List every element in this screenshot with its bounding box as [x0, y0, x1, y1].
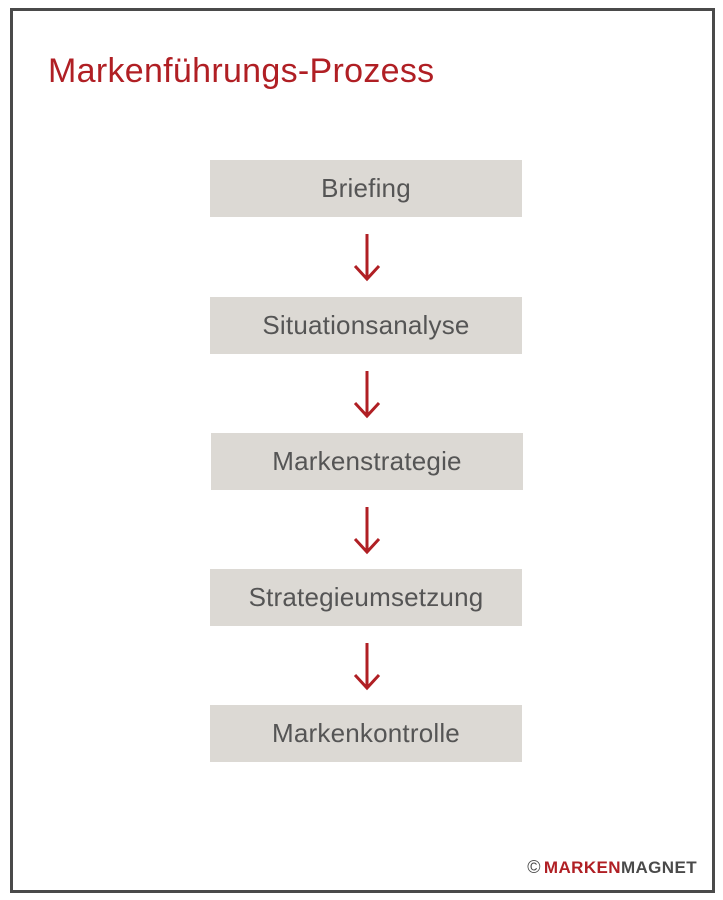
down-arrow-icon — [347, 369, 387, 421]
step-situationsanalyse: Situationsanalyse — [210, 297, 522, 354]
step-markenstrategie: Markenstrategie — [211, 433, 523, 490]
step-strategieumsetzung: Strategieumsetzung — [210, 569, 522, 626]
down-arrow-icon — [347, 505, 387, 557]
diagram-title: Markenführungs-Prozess — [48, 52, 435, 90]
copyright-symbol: © — [527, 857, 541, 877]
brand-logo-part2: MAGNET — [620, 858, 697, 877]
step-briefing: Briefing — [210, 160, 522, 217]
brand-logo-part1: MARKEN — [543, 858, 621, 877]
copyright-notice: ©MARKENMAGNET — [527, 857, 697, 878]
down-arrow-icon — [347, 232, 387, 284]
down-arrow-icon — [347, 641, 387, 693]
step-markenkontrolle: Markenkontrolle — [210, 705, 522, 762]
